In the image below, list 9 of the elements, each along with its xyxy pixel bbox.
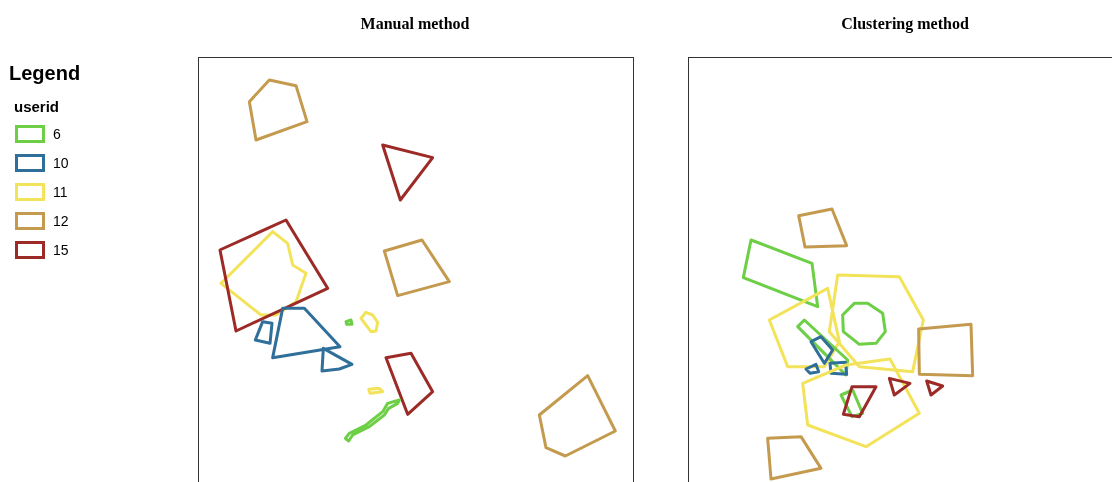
panel-title: Manual method [359, 14, 471, 34]
panel-title: Clustering method [840, 14, 970, 35]
legend-label: 11 [53, 182, 68, 202]
legend-field-name: userid [14, 97, 59, 117]
legend-title: Legend [9, 61, 81, 86]
legend-label: 10 [53, 153, 69, 173]
legend-label: 15 [53, 240, 69, 260]
legend-label: 12 [53, 211, 69, 231]
legend-label: 6 [53, 124, 61, 144]
